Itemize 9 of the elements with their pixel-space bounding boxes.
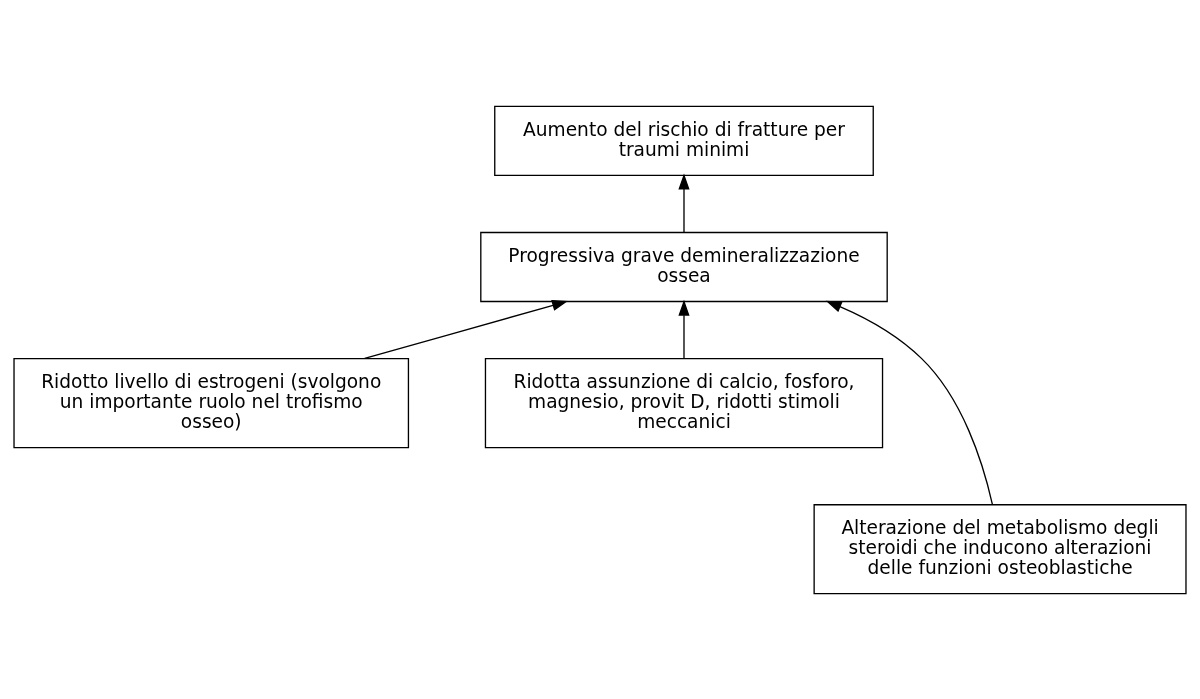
node-box: Ridotta assunzione di calcio, fosforo, magnesio, provit D, ridotti stimoli meccanici — [484, 357, 884, 448]
node-box: Progressiva grave demineralizzazione ossea — [480, 231, 888, 302]
node-box: Ridotto livello di estrogeni (svolgono un importante ruolo nel trofismo osseo) — [13, 357, 410, 448]
node-box: Alterazione del metabolismo degli steroidi che inducono alterazioni delle funzioni osteoblastiche — [813, 503, 1187, 594]
arrow — [678, 172, 690, 233]
arrow — [678, 299, 690, 359]
arrow — [825, 300, 994, 505]
node-box: Aumento del rischio di fratture per traumi minimi — [494, 105, 874, 176]
arrow — [364, 299, 568, 359]
